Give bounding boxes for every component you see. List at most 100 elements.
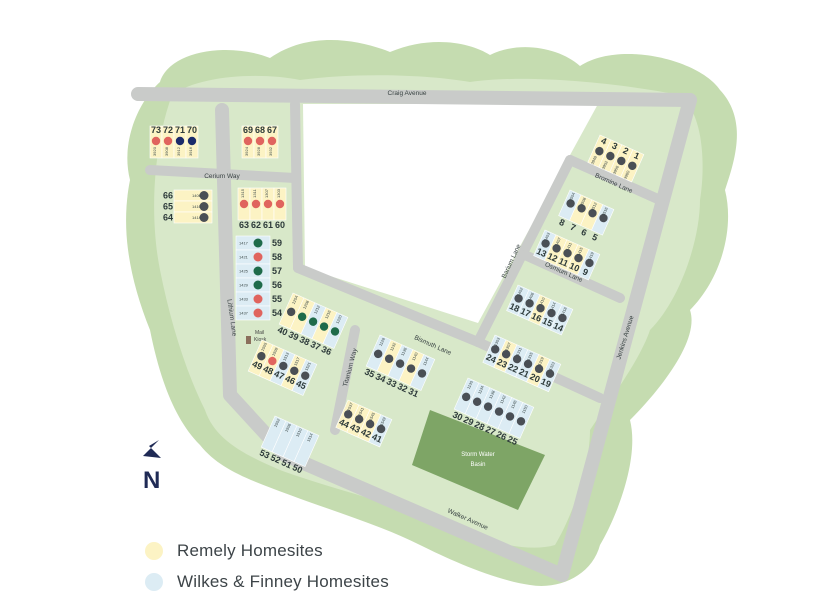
lot-number: 28 [473,419,486,432]
wilkes-finney-swatch [145,573,163,591]
lot-status-dot [501,349,511,359]
lot-number: 60 [275,220,285,230]
lot-status-dot [490,345,500,354]
lot-status-dot [255,136,265,146]
lot-address: 1421 [239,255,249,260]
lot-status-dot [494,407,504,416]
lot-status-dot [617,156,626,166]
lot-number: 33 [385,376,398,389]
lot-parcel [235,305,271,321]
lot-address: 1303 [276,188,281,198]
lot-number: 65 [163,202,173,212]
lot-number: 7 [569,222,578,233]
lot-address: 1130 [466,379,474,390]
homesite-lot[interactable]: 60 1303 [273,187,287,230]
lot-address: 1410 [538,296,547,307]
lot-number: 12 [546,251,559,264]
lot-number: 30 [451,409,464,422]
lot-status-dot [566,199,575,208]
lot-status-dot [373,349,383,359]
lot-status-dot [384,354,394,363]
lot-number: 70 [187,125,197,135]
lot-status-dot [308,317,318,326]
lot-number: 15 [541,316,554,329]
lot-number: 66 [163,191,173,201]
legend-label-remely: Remely Homesites [177,541,323,560]
lot-address: 1134 [477,384,485,395]
mail-kiosk: Mail Kiosk [246,330,267,344]
lot-status-dot [534,364,544,374]
lot-status-dot [199,202,209,211]
lot-status-dot [301,371,310,380]
